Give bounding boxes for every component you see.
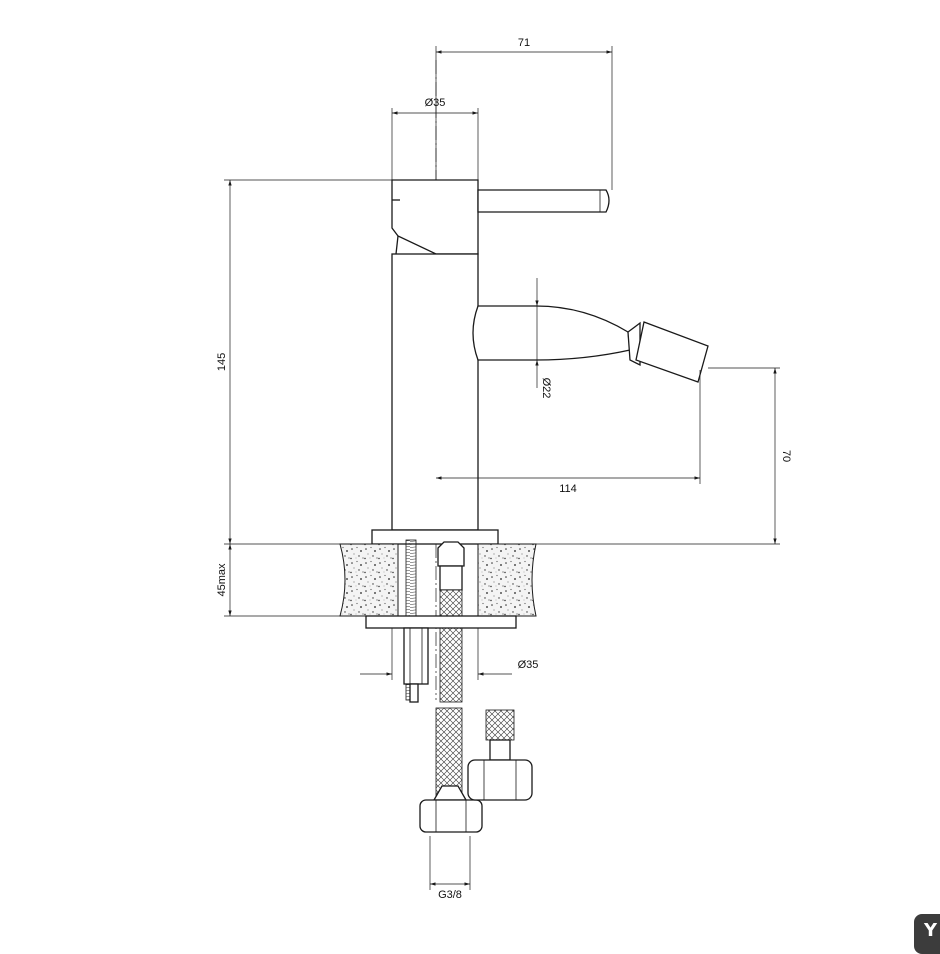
mounting-plate xyxy=(365,615,517,629)
dim-label-145: 145 xyxy=(216,353,228,371)
dim-shank-diameter: Ø35 xyxy=(360,628,538,680)
dim-handle-reach: 71 xyxy=(435,37,613,190)
countertop-section xyxy=(339,543,537,617)
spout xyxy=(472,305,709,383)
dim-label-45max: 45max xyxy=(216,563,228,597)
hose-fitting-side xyxy=(467,739,533,801)
dim-label-d22: Ø22 xyxy=(540,378,552,399)
dim-height: 145 xyxy=(216,179,392,544)
dim-connection-thread: G3/8 xyxy=(429,836,471,901)
dim-body-diameter: Ø35 xyxy=(391,97,479,180)
inlet-hose-side xyxy=(485,709,515,741)
faucet-body xyxy=(391,235,479,531)
dim-spout-diameter: Ø22 xyxy=(535,278,552,399)
base-flange xyxy=(371,529,499,545)
dim-label-70: 70 xyxy=(780,450,792,462)
dim-spout-reach: 114 xyxy=(436,370,701,495)
dim-spout-height: 70 xyxy=(536,367,792,545)
hose-fitting-lower xyxy=(419,785,483,833)
dim-label-d35-shank: Ø35 xyxy=(518,659,539,671)
mounting-nut xyxy=(403,627,429,703)
handle xyxy=(391,179,610,255)
dim-label-71: 71 xyxy=(518,37,530,49)
corner-badge[interactable]: Y xyxy=(914,914,940,954)
dim-label-d35-top: Ø35 xyxy=(425,97,446,109)
dim-label-114: 114 xyxy=(559,483,577,495)
dim-label-g38: G3/8 xyxy=(438,889,462,901)
dim-deck-thickness: 45max xyxy=(216,543,340,617)
